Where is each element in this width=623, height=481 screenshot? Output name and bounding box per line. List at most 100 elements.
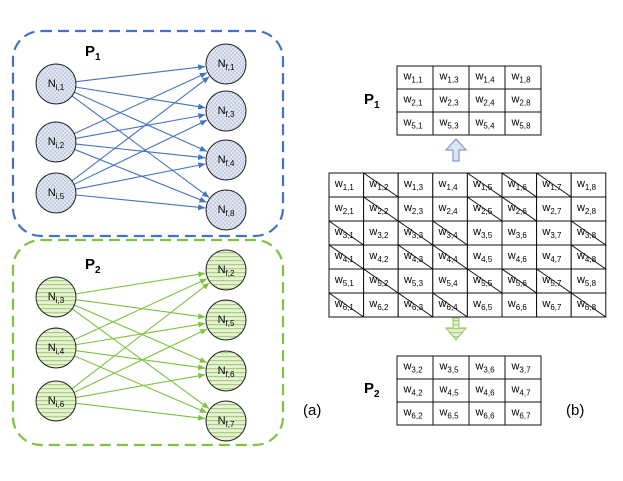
weight-label: w2,2 [368,202,389,216]
output-node [205,299,247,341]
weight-label: w3,7 [541,226,562,240]
weight-label: w2,4 [438,202,459,216]
matrix-cell [397,196,434,222]
weight-label: w1,3 [403,178,424,192]
weight-label: w5,6 [507,274,528,288]
matrix-cell [397,172,434,198]
weight-label: w3,7 [510,361,531,375]
weight-label: w6,5 [472,298,493,312]
input-node-label: Ni,2 [48,136,65,150]
panel-label-a: (a) [303,402,321,419]
edge-1-0-3 [71,95,210,198]
input-node [35,327,77,369]
weight-label: w2,4 [474,94,495,108]
output-node-label: Nf,2 [218,264,235,278]
group-2-title: P2 [85,256,101,276]
weight-label: w1,8 [510,71,531,85]
weight-label: w3,2 [368,226,389,240]
pruned-diagonal [536,268,572,294]
pruned-diagonal [363,268,399,294]
weight-label: w4,7 [541,250,562,264]
weight-label: w6,5 [438,407,459,421]
down-arrow-icon [444,317,468,341]
input-node-label: Ni,4 [48,342,65,356]
output-node-label: Nf,1 [218,58,235,72]
matrix-cell [570,268,607,294]
matrix-cell [570,172,607,198]
weight-label: w4,2 [402,384,423,398]
weight-label: w4,8 [576,250,597,264]
output-node-label: Nf,4 [218,154,235,168]
pruned-diagonal [501,196,537,222]
weight-label: w5,1 [402,117,423,131]
edge-1-1-3 [74,148,207,203]
weight-label: w4,7 [510,384,531,398]
matrix-cell [504,401,542,426]
input-node [35,380,77,422]
weight-label: w4,6 [507,250,528,264]
pruned-diagonal [432,292,468,318]
pruned-diagonal [467,196,503,222]
output-node [205,350,247,392]
group-2-container [11,238,285,447]
output-node-label: Nf,5 [218,314,235,328]
weight-label: w3,5 [472,226,493,240]
input-node [35,172,77,214]
submatrix-title: P1 [364,91,380,111]
weight-label: w4,5 [438,384,459,398]
weight-label: w2,3 [438,94,459,108]
matrix-cell [466,244,503,270]
weight-label: w1,2 [368,178,389,192]
pruned-diagonal [328,220,364,246]
pruned-diagonal [536,172,572,198]
weight-label: w1,8 [576,178,597,192]
pruned-diagonal [501,268,537,294]
matrix-cell [328,172,365,198]
weight-label: w1,5 [472,178,493,192]
input-node-label: Ni,3 [48,291,65,305]
weight-label: w3,6 [507,226,528,240]
edge-2-1-2 [75,350,206,371]
weight-label: w6,6 [507,298,528,312]
weight-label: w3,8 [576,226,597,240]
matrix-cell [536,292,572,318]
edge-2-1-1 [75,321,206,346]
matrix-cell [501,292,538,318]
edge-2-2-2 [75,372,206,399]
weight-label: w3,6 [474,361,495,375]
output-node [205,139,247,181]
edge-1-2-0 [71,76,210,182]
weight-label: w5,2 [368,274,389,288]
edge-1-2-1 [73,119,208,185]
weight-label: w4,2 [368,250,389,264]
weight-label: w6,1 [334,298,355,312]
edge-2-0-3 [71,308,210,410]
neural-network-layer: Ni,1Ni,2Ni,5Nf,1Nf,3Nf,4Nf,8Ni,3Ni,4Ni,6… [35,43,247,442]
pruned-diagonal [467,172,503,198]
weight-label: w5,4 [474,117,495,131]
weight-label: w4,6 [474,384,495,398]
weight-label: w5,7 [541,274,562,288]
matrix-cell [363,292,399,318]
edge-1-1-2 [75,143,206,161]
group-1-title: P1 [85,43,101,63]
weight-label: w6,7 [510,407,531,421]
weight-label: w3,2 [402,361,423,375]
weight-label: w3,5 [438,361,459,375]
matrix-cell [504,111,542,136]
pruned-diagonal [397,244,434,270]
edge-1-1-1 [75,113,206,139]
weight-label: w6,2 [402,407,423,421]
weight-label: w3,1 [334,226,355,240]
edge-1-0-0 [75,64,206,83]
output-node [205,189,247,231]
input-node [35,63,77,105]
matrix-cell [328,196,365,222]
output-node-label: Nf,3 [218,105,235,119]
weight-label: w1,4 [474,71,495,85]
weight-label: w6,3 [403,298,424,312]
pruned-diagonal [397,292,434,318]
edge-1-2-3 [75,194,206,211]
